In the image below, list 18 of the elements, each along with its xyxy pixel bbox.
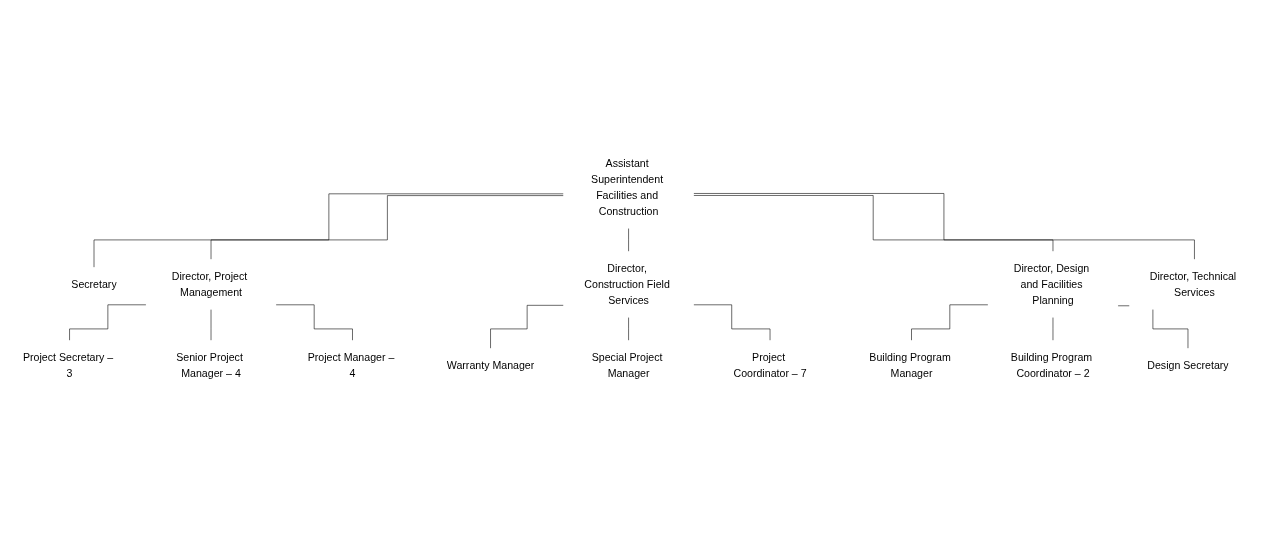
node-text: Warranty Manager: [446, 359, 535, 372]
connector: [210, 195, 565, 260]
node-text: Special Project Manager: [591, 351, 663, 380]
connector: [93, 193, 565, 268]
node-text: Building Program Coordinator – 2: [1010, 351, 1093, 380]
node-text: Assistant Superintendent Facilities and Construction: [591, 157, 664, 217]
node-text: Project Secretary – 3: [22, 351, 114, 380]
node-text: Senior Project Manager – 4: [176, 351, 243, 380]
node-text: Project Coordinator – 7: [733, 351, 807, 380]
node-text: Director, Construction Field Services: [584, 262, 670, 306]
node-text: Secretary: [71, 278, 117, 291]
node-text: Building Program Manager: [869, 351, 951, 380]
node-text: Director, Design and Facilities Planning: [1013, 262, 1090, 306]
node-text: Project Manager – 4: [307, 351, 395, 380]
connector: [693, 195, 1054, 252]
connector: [693, 193, 1195, 260]
node-text: Design Secretary: [1147, 359, 1229, 372]
node-text: Director, Project Management: [171, 270, 248, 298]
